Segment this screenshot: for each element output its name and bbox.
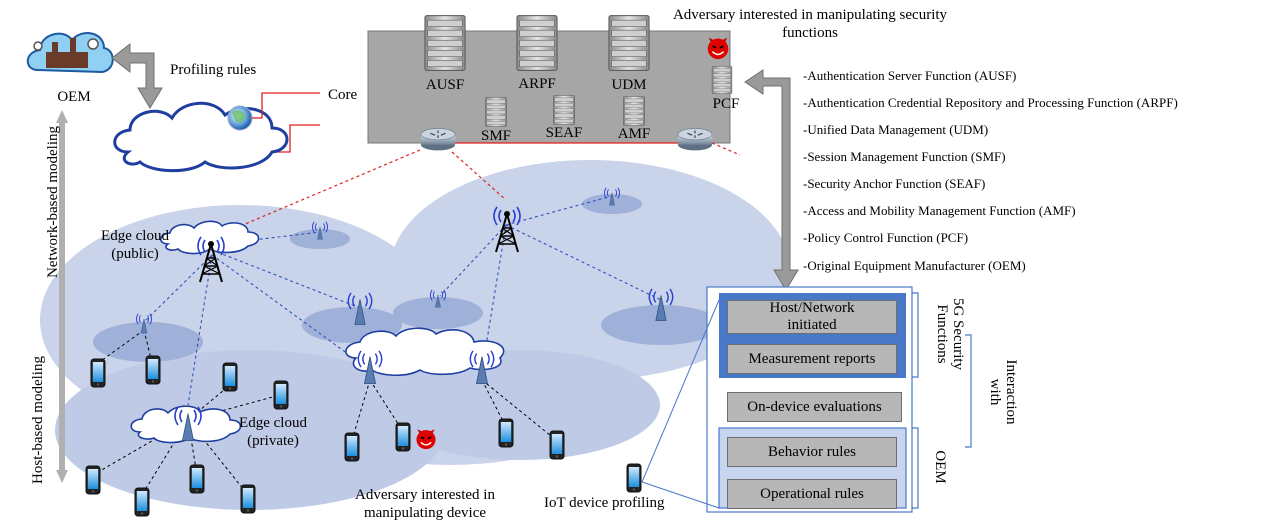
seaf-label: SEAF [545,125,583,141]
measurement-reports-box: Measurement reports [727,344,897,374]
server-ausf [424,15,466,71]
cell-right-bottom [380,350,660,460]
adversary-device-line2: manipulating device [363,505,487,521]
adversary-device-icon [415,428,437,450]
dashed-red-links [211,142,741,239]
adversary-core-text: Adversary interested in manipulating sec… [640,6,980,42]
legend-item-pcf: -Policy Control Function (PCF) [803,230,969,245]
server-pcf [711,66,733,94]
behavior-rules-box: Behavior rules [727,437,897,467]
amf-label: AMF [617,126,651,142]
host-network-initiated-box: Host/Network initiated [727,300,897,334]
oem-label: OEM [57,89,91,105]
security-functions-line1: 5G Security [950,297,966,371]
adversary-device-text: Adversary interested in manipulating dev… [330,486,520,521]
legend-item-seaf: -Security Anchor Function (SEAF) [803,176,986,191]
server-seaf [553,95,575,125]
globe-icon [227,105,253,131]
oem-icon [26,32,114,74]
legend-item-udm: -Unified Data Management (UDM) [803,122,989,137]
ausf-label: AUSF [425,77,465,93]
host-network-line2: initiated [787,317,837,333]
on-device-evaluations-box: On-device evaluations [727,392,902,422]
core-cloud [113,101,289,173]
edge-public-line2: (public) [111,246,159,262]
edge-cloud-middle [345,327,505,377]
legend-item-arpf: -Authentication Credential Repository an… [803,95,1178,110]
udm-label: UDM [611,77,647,93]
interaction-line1: Interaction [1003,359,1019,425]
security-functions-label: 5G Security Functions [934,289,966,379]
adversary-core-line2: functions [782,25,838,41]
router-left [420,127,456,152]
legend-item-ausf: -Authentication Server Function (AUSF) [803,68,1017,83]
interaction-line2: with [987,378,1003,406]
profiling-arrow [111,42,163,109]
arpf-label: ARPF [518,76,556,92]
core-label: Core [328,87,358,103]
modeling-arrow [56,110,68,483]
server-arpf [516,15,558,71]
operational-rules-box: Operational rules [727,479,897,509]
adversary-core-line1: Adversary interested in manipulating sec… [672,7,948,23]
edge-cloud-public [159,220,260,255]
cell-bottom-left [55,350,445,510]
profiling-rules-label: Profiling rules [170,62,257,78]
smf-label: SMF [480,128,512,144]
legend-item-smf: -Session Management Function (SMF) [803,149,1006,164]
edge-public-line1: Edge cloud [101,228,169,244]
edge-private-label: Edge cloud (private) [228,414,318,450]
interaction-label: Interaction with [987,347,1019,437]
server-amf [623,96,645,126]
adversary-device-line1: Adversary interested in [355,487,495,503]
coverage-cells [40,160,790,510]
edge-private-line1: Edge cloud [239,415,307,431]
host-network-line1: Host/Network [769,300,855,316]
host-modeling-label: Host-based modeling [30,356,46,484]
legend-item-amf: -Access and Mobility Management Function… [803,203,1076,218]
edge-private-line2: (private) [247,433,299,449]
profiled-device [626,463,642,493]
server-smf [485,97,507,127]
pcf-label: PCF [712,96,740,112]
edge-public-label: Edge cloud (public) [90,227,180,263]
legend-item-oem: -Original Equipment Manufacturer (OEM) [803,258,1026,273]
security-functions-line2: Functions [934,304,950,364]
panel-oem-label: OEM [932,450,948,484]
network-modeling-label: Network-based modeling [45,125,61,279]
iot-profiling-label: IoT device profiling [544,495,665,511]
router-right [677,127,713,152]
